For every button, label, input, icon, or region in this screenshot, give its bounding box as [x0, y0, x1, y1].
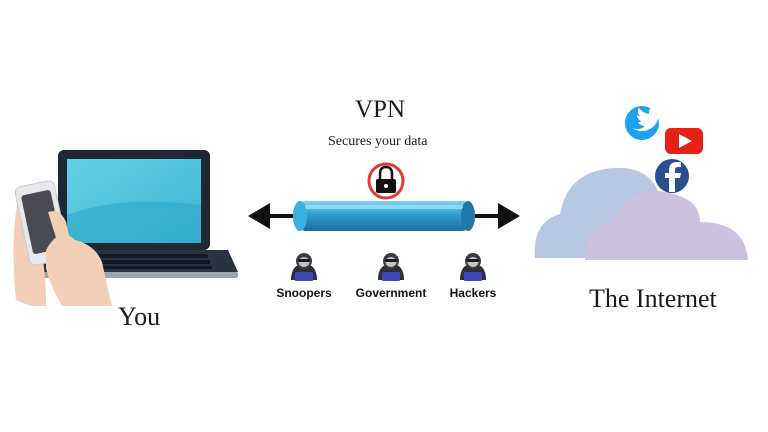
hacker-icon-government — [378, 253, 404, 281]
facebook-icon — [655, 159, 689, 193]
internet-label: The Internet — [589, 284, 717, 313]
threat-figures — [291, 253, 486, 281]
hand-phone-icon — [13, 180, 112, 306]
threat-label-government: Government — [355, 286, 427, 300]
cloud-icon — [534, 167, 748, 260]
twitter-icon — [625, 106, 662, 140]
vpn-tunnel — [293, 201, 475, 231]
threat-label-hackers: Hackers — [449, 286, 497, 300]
hacker-icon-snoopers — [291, 253, 317, 281]
lock-icon — [367, 162, 405, 200]
vpn-title: VPN — [355, 96, 406, 123]
threat-label-snoopers: Snoopers — [276, 286, 332, 300]
vpn-subtitle: Secures your data — [328, 134, 428, 149]
hacker-icon-hackers — [460, 253, 486, 281]
user-label: You — [118, 302, 161, 331]
youtube-icon — [665, 128, 703, 154]
